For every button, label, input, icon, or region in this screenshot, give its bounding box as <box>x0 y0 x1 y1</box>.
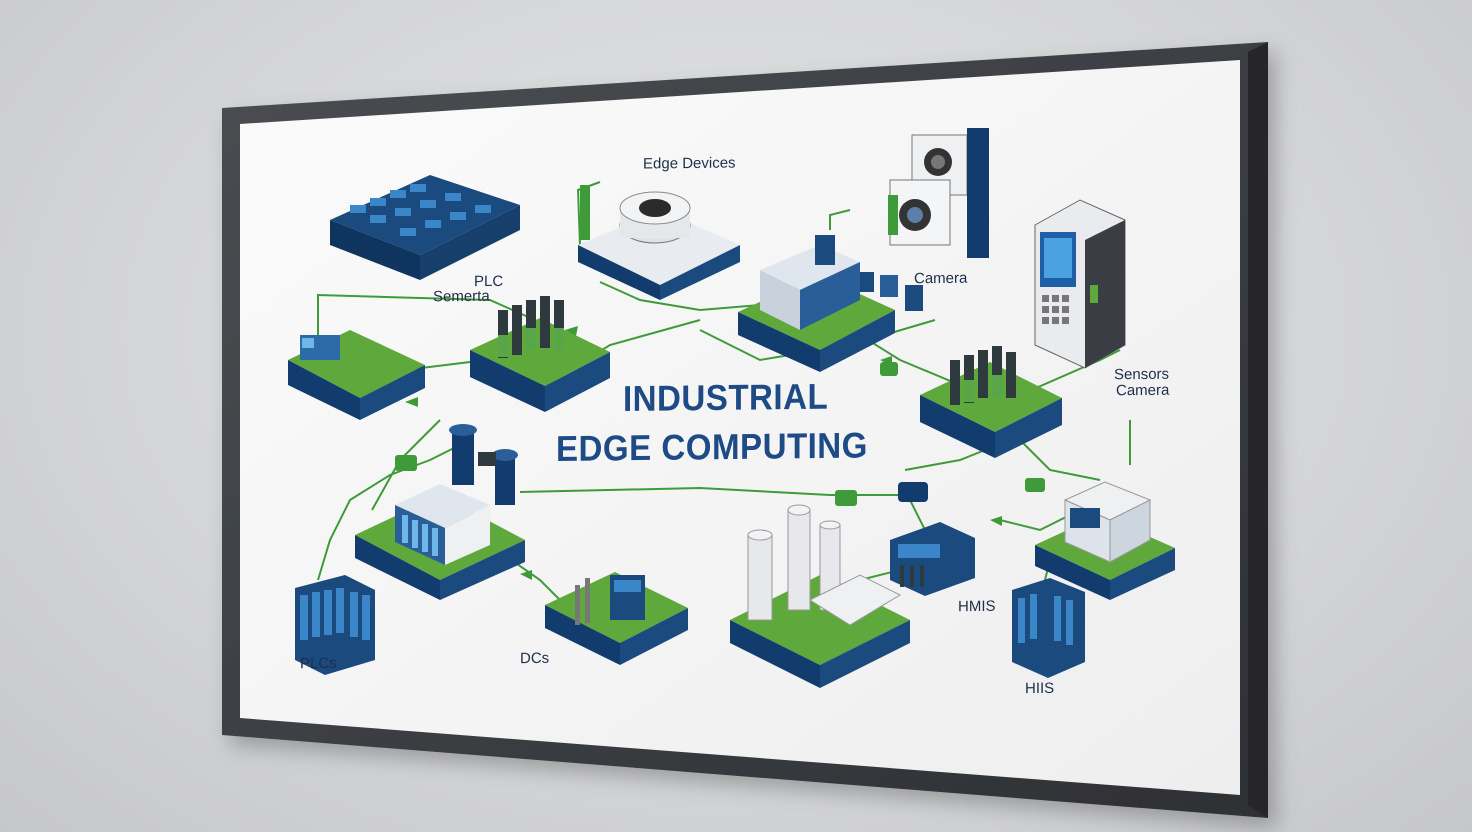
network-connectors <box>395 272 1045 506</box>
title-line-2: EDGE COMPUTING <box>556 424 868 469</box>
controller-platform <box>470 296 610 412</box>
label-semerta: Semerta <box>433 287 490 306</box>
right-controller-platform <box>920 346 1062 458</box>
dcs-platform <box>545 572 688 665</box>
factory-platform <box>730 504 910 688</box>
label-dcs: DCs <box>520 649 550 668</box>
label-hmis: HMIS <box>958 597 996 616</box>
plc-rack-platform <box>355 484 525 600</box>
label-camera: Camera <box>914 269 968 288</box>
hmi-kiosk <box>1034 199 1126 369</box>
edge-gateway-platform <box>1035 481 1175 600</box>
label-plcs: PLCs <box>300 654 337 673</box>
edge-server-platform <box>738 235 895 372</box>
sensor-platform <box>288 330 425 420</box>
edge-device-platform <box>578 185 740 300</box>
label-hiis: HIIS <box>1025 679 1055 698</box>
line-arrows <box>405 326 1002 580</box>
hiis-rack <box>1012 578 1085 678</box>
server-rack-cluster <box>330 175 520 280</box>
label-edge-devices: Edge Devices <box>643 154 736 173</box>
title-line-1: INDUSTRIAL <box>623 375 829 419</box>
label-sensors: Sensors <box>1114 365 1170 384</box>
label-sensors-camera: Camera <box>1116 381 1170 400</box>
industrial-sensors <box>449 424 518 505</box>
plc-rack <box>295 575 375 675</box>
hmis-device <box>890 522 975 596</box>
camera-device <box>888 128 989 258</box>
